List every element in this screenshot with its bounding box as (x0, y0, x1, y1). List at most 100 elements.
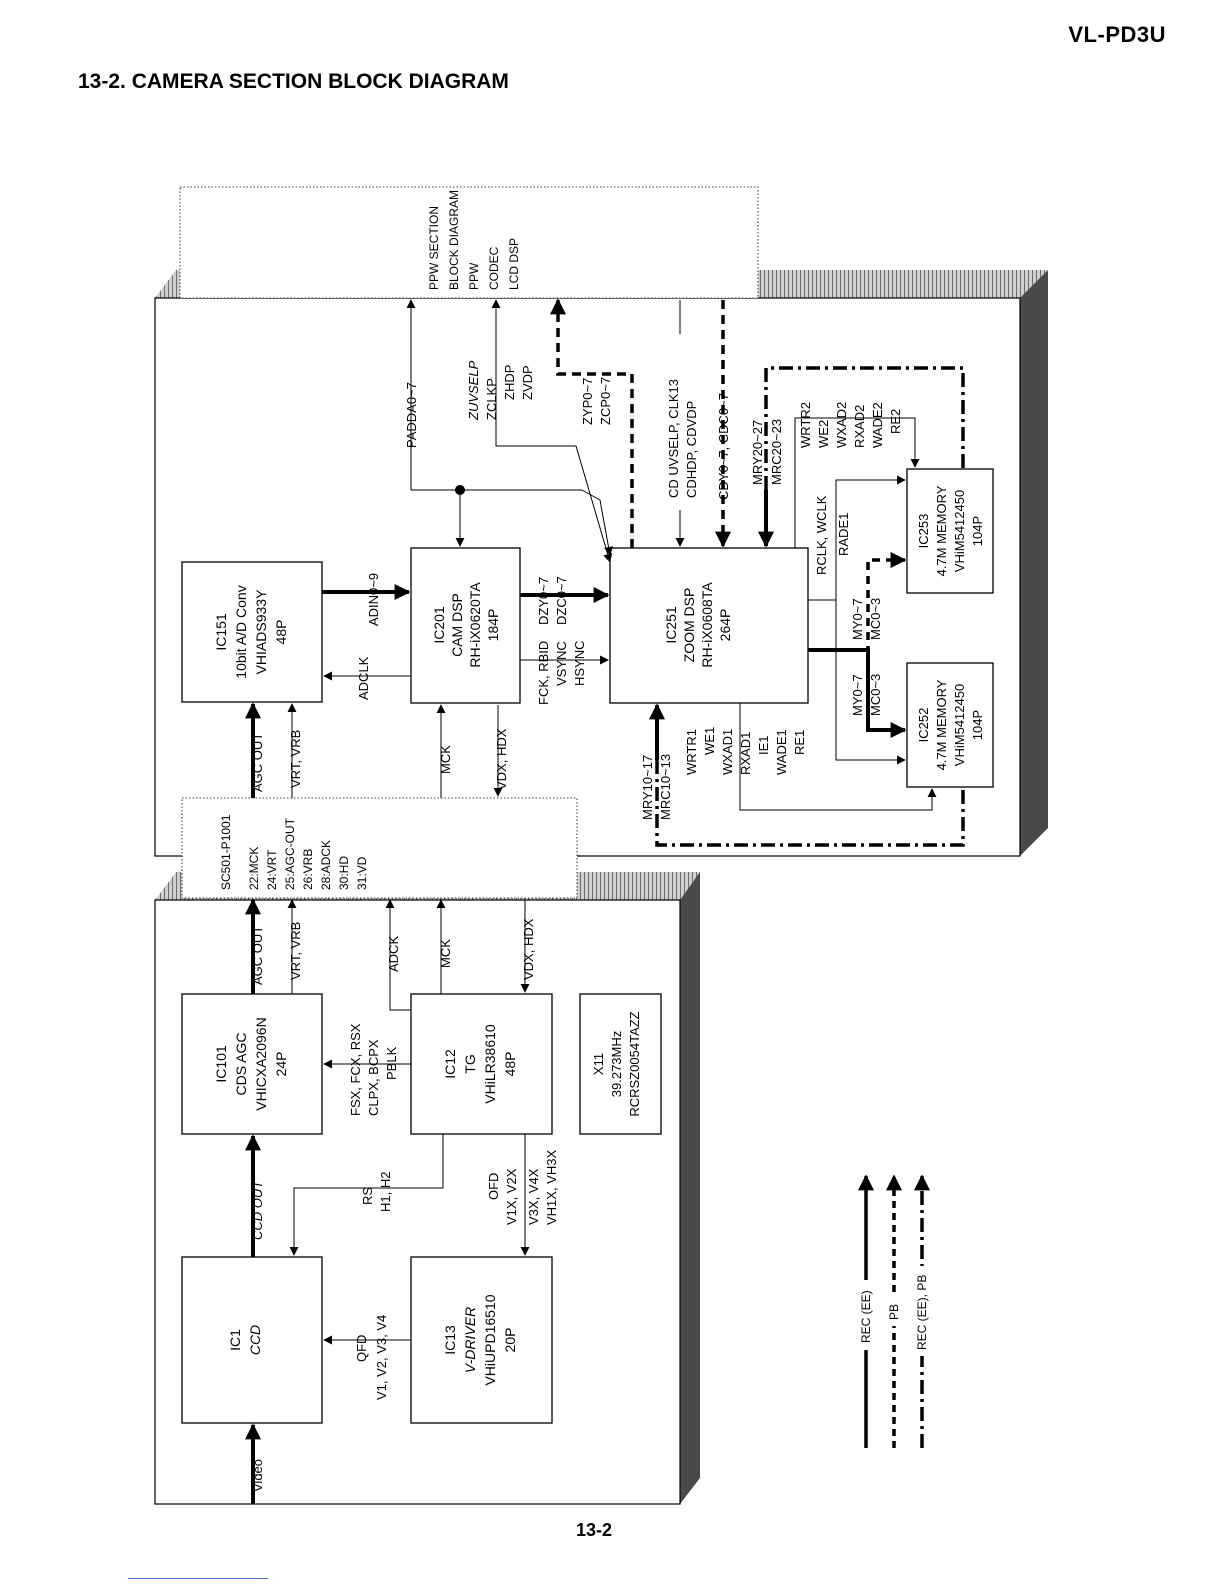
label-zuvselp-2: ZHDP (502, 365, 517, 400)
label-mck2: MCK (438, 939, 453, 968)
label-ofd-0: OFD (486, 1173, 501, 1200)
label-video: Video (250, 1459, 265, 1492)
ic252-line-3: 104P (970, 710, 985, 740)
block-ic101: IC101 CDS AGC VHICXA2096N 24P (181, 993, 323, 1135)
ic12-line-2: VHiLR38610 (482, 1024, 498, 1104)
ic253-line-2: VHiM5412450 (952, 490, 967, 572)
label-dzy-0: DZY0~7 (536, 577, 551, 625)
label-wrtr2-0: WRTR2 (798, 402, 813, 448)
label-zuvselp-3: ZVDP (520, 365, 535, 400)
ic251-line-0: IC251 (663, 606, 679, 644)
label-rs-0: RS (360, 1187, 375, 1205)
label-zyp-0: ZYP0~7 (580, 378, 595, 425)
ic12-line-3: 48P (502, 1052, 518, 1077)
label-mry20-0: MRY20~27 (750, 420, 765, 485)
block-x11: X11 39.273MHz RCRSZ0054TAZZ (579, 993, 662, 1135)
label-wrtr1-0: WRTR1 (684, 729, 699, 775)
label-wrtr1-5: WADE1 (774, 729, 789, 775)
label-vdx-hdx2: VDX, HDX (521, 918, 536, 980)
label-ofd-3: VH1X, VH3X (544, 1150, 559, 1225)
connector-line-6: 30:HD (337, 856, 351, 890)
label-my-upper-1: MC0~3 (868, 598, 883, 640)
label-wrtr1-3: RXAD1 (738, 732, 753, 775)
label-ccd-out: CCD OUT (250, 1180, 265, 1240)
ic253-line-1: 4.7M MEMORY (934, 485, 949, 576)
ppw-line-0: PPW SECTION (427, 206, 441, 290)
legend-pb: PB (887, 1304, 901, 1320)
block-ic13: IC13 V-DRIVER VHiUPD16510 20P (410, 1256, 553, 1424)
label-zyp-1: ZCP0~7 (598, 377, 613, 425)
page-number: 13-2 (576, 1520, 613, 1540)
label-fsx-2: PBLK (384, 1046, 399, 1080)
block-ic201: IC201 CAM DSP RH-iX0620TA 184P (410, 547, 521, 704)
ic151-line-3: 48P (273, 620, 289, 645)
signal-labels-lower: AGC OUT VRT, VRB ADCK MCK VDX, HDX FSX, … (250, 918, 559, 1492)
ic253-line-0: IC253 (916, 514, 931, 549)
ppw-line-2: PPW (467, 262, 481, 290)
ic201-line-2: RH-iX0620TA (467, 582, 483, 668)
ic12-line-0: IC12 (442, 1049, 458, 1079)
model-number: VL-PD3U (1068, 22, 1166, 47)
ic252-line-1: 4.7M MEMORY (934, 679, 949, 770)
label-mry10-0: MRY10~17 (640, 755, 655, 820)
ic201-line-1: CAM DSP (449, 593, 465, 657)
connector-line-5: 28:ADCK (319, 840, 333, 890)
label-fck-0: FCK, RBID (536, 641, 551, 705)
ic252-line-0: IC252 (916, 708, 931, 743)
block-ic1: IC1 CCD (181, 1256, 323, 1424)
ic13-line-3: 20P (502, 1328, 518, 1353)
label-mry20-1: MRC20~23 (769, 419, 784, 485)
x11-line-0: X11 (591, 1053, 606, 1075)
label-vdx-hdx: VDX, HDX (494, 728, 509, 790)
label-wrtr2-4: WADE2 (870, 402, 885, 448)
ic13-line-1: V-DRIVER (462, 1307, 478, 1373)
ic201-line-3: 184P (485, 609, 501, 642)
block-ic251: IC251 ZOOM DSP RH-iX0608TA 264P (609, 547, 809, 704)
signal-lines-lower (245, 898, 530, 1504)
ic13-line-2: VHiUPD16510 (482, 1294, 498, 1385)
label-my-lower-1: MC0~3 (868, 674, 883, 716)
connector-box: SC501-P1001 22:MCK 24:VRT 25:AGC-OUT 26:… (181, 797, 578, 899)
ic101-line-2: VHICXA2096N (253, 1017, 269, 1110)
ic101-line-1: CDS AGC (233, 1032, 249, 1095)
block-ic12: IC12 TG VHiLR38610 48P (410, 993, 553, 1135)
label-qfd-0: QFD (354, 1335, 369, 1362)
ic252-line-2: VHiM5412450 (952, 684, 967, 766)
ic101-line-3: 24P (273, 1052, 289, 1077)
label-my-lower-0: MY0~7 (850, 674, 865, 716)
label-adck: ADCK (386, 936, 401, 972)
label-cduvselp-1: CDHDP, CDVDP (684, 401, 699, 498)
ic251-line-3: 264P (717, 609, 733, 642)
label-mry10-1: MRC10~13 (658, 754, 673, 820)
ic251-line-1: ZOOM DSP (681, 588, 697, 663)
label-wrtr1-6: RE1 (792, 730, 807, 755)
block-ic253: IC253 4.7M MEMORY VHiM5412450 104P (906, 468, 994, 594)
ic151-line-0: IC151 (213, 613, 229, 651)
page-title: 13-2. CAMERA SECTION BLOCK DIAGRAM (78, 70, 509, 93)
label-qfd-1: V1, V2, V3, V4 (374, 1315, 389, 1400)
ic101-line-0: IC101 (213, 1045, 229, 1083)
label-padda: PADDA0~7 (404, 382, 419, 448)
connector-line-2: 24:VRT (265, 849, 279, 890)
ic1-line-1: CCD (247, 1325, 263, 1355)
legend-recpb: REC (EE), PB (915, 1275, 929, 1350)
label-mck: MCK (438, 745, 453, 774)
label-rclk-0: RCLK, WCLK (814, 495, 829, 575)
ic151-line-2: VHIADS933Y (253, 589, 269, 674)
ic151-line-1: 10bit A/D Conv (233, 585, 249, 678)
footer-rule (128, 1578, 268, 1579)
label-wrtr2-1: WE2 (816, 420, 831, 448)
x11-line-1: 39.273MHz (609, 1031, 624, 1097)
ic201-line-0: IC201 (431, 606, 447, 644)
connector-line-7: 31:VD (355, 856, 369, 890)
ppw-section-box: PPW SECTION BLOCK DIAGRAM PPW CODEC LCD … (179, 186, 759, 299)
ppw-line-4: LCD DSP (507, 238, 521, 290)
ppw-line-3: CODEC (487, 246, 501, 290)
label-wrtr2-3: RXAD2 (852, 405, 867, 448)
label-ofd-2: V3X, V4X (526, 1168, 541, 1225)
label-adclk: ADCLK (356, 656, 371, 700)
label-fsx-0: FSX, FCX, RSX (348, 1023, 363, 1116)
label-cduvselp-0: CD UVSELP, CLK13 (666, 379, 681, 498)
label-my-upper-0: MY0~7 (850, 598, 865, 640)
label-agc-out: AGC OUT (250, 733, 265, 792)
